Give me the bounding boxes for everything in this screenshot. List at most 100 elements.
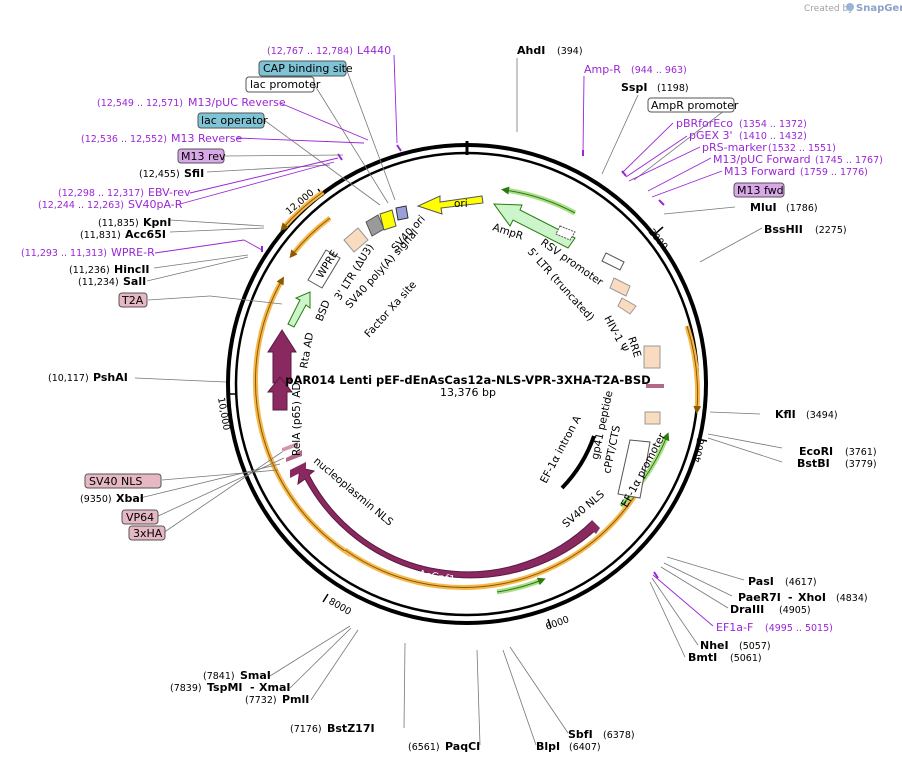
svg-text:(1198): (1198) <box>657 83 689 94</box>
gp41-box <box>646 384 664 388</box>
primer-l4440: L4440 <box>357 44 391 57</box>
svg-text:(12,455): (12,455) <box>139 169 180 180</box>
sv40-nls-inner-label: SV40 NLS <box>560 488 607 530</box>
primer-wpre-r: WPRE-R <box>111 246 155 259</box>
rela-arrow[interactable] <box>266 376 294 411</box>
lac-features-box <box>395 205 409 221</box>
t2a-label: T2A <box>121 294 144 307</box>
tick-4000: 4000 <box>692 438 707 464</box>
enzyme-sali: SalI <box>123 275 146 288</box>
enzymes-bottom: (7841) SmaI (7839) TspMI - XmaI (7732) P… <box>170 669 635 753</box>
bsd-arrow[interactable] <box>287 291 311 328</box>
sv40-ori-box <box>379 209 397 231</box>
svg-text:-: - <box>788 591 793 604</box>
enzyme-xmai: XmaI <box>259 681 290 694</box>
rta-ad-arrow[interactable] <box>267 329 297 384</box>
svg-text:-: - <box>250 681 255 694</box>
primer-amp-r: Amp-R <box>584 63 621 76</box>
svg-text:(7176): (7176) <box>290 724 322 735</box>
svg-text:(1786): (1786) <box>786 203 818 214</box>
enzyme-pshai: PshAI <box>93 371 128 384</box>
nucleoplasmin-label: nucleoplasmin NLS <box>311 455 395 529</box>
ori-label: ori <box>454 198 468 210</box>
primer-m13-reverse: M13 Reverse <box>171 132 242 145</box>
primer-m13-forward: M13 Forward <box>724 165 795 178</box>
enzyme-sfii: SfiI <box>184 167 204 180</box>
enzymes-left: (12,455) SfiI (11,835) KpnI (11,831) Acc… <box>48 167 204 505</box>
wpre-box[interactable] <box>307 249 341 289</box>
primer-pgex3: pGEX 3' <box>689 129 733 142</box>
svg-text:(5057): (5057) <box>739 641 771 652</box>
enzyme-kpni: KpnI <box>143 216 171 229</box>
ampr-arrow[interactable] <box>492 203 576 249</box>
snapgene-watermark: Created by SnapGene <box>804 3 902 14</box>
enzyme-bmti: BmtI <box>688 651 717 664</box>
enzyme-smai: SmaI <box>240 669 271 682</box>
snapgene-logo-icon <box>846 3 854 11</box>
svg-text:(4617): (4617) <box>785 577 817 588</box>
sv40-nls-inner <box>588 520 600 534</box>
tick-marks <box>227 188 708 629</box>
enzyme-bsshii: BssHII <box>764 223 803 236</box>
primer-sv40pa-r: SV40pA-R <box>128 198 183 211</box>
enzyme-acc65i: Acc65I <box>125 228 166 241</box>
svg-text:(1410 .. 1432): (1410 .. 1432) <box>739 131 807 142</box>
primer-lines <box>154 54 723 627</box>
m13-fwd-label: M13 fwd <box>737 184 784 197</box>
primer-ebv-rev: EBV-rev <box>148 186 191 199</box>
svg-text:(12,244 .. 12,263): (12,244 .. 12,263) <box>38 200 124 211</box>
hiv-psi-label: HIV-1 Ψ <box>601 314 630 355</box>
ha-cds <box>282 442 298 452</box>
ori-arrow[interactable] <box>416 195 484 215</box>
enzyme-xbai: XbaI <box>116 492 144 505</box>
green-arcs <box>496 186 670 595</box>
svg-text:(11,236): (11,236) <box>69 265 110 276</box>
boxed-features: CAP binding site lac promoter lac operat… <box>84 60 785 541</box>
svg-text:(1759 .. 1776): (1759 .. 1776) <box>800 167 868 178</box>
cppt-box <box>644 411 661 425</box>
rre-box <box>643 345 661 369</box>
enzyme-sspi: SspI <box>621 81 647 94</box>
ampr-label: AmpR <box>491 221 525 242</box>
ltr3-box <box>343 227 369 253</box>
bsd-label: BSD <box>314 298 333 323</box>
svg-text:(12,298 .. 12,317): (12,298 .. 12,317) <box>58 188 144 199</box>
svg-text:(11,234): (11,234) <box>78 277 119 288</box>
svg-text:(944 .. 963): (944 .. 963) <box>631 65 687 76</box>
ampr-promoter-box <box>555 225 576 241</box>
cap-binding-site-label: CAP binding site <box>263 62 353 75</box>
primer-pbrforeco: pBRforEco <box>676 117 733 130</box>
primer-prs-marker: pRS-marker <box>702 141 767 154</box>
svg-text:(10,117): (10,117) <box>48 373 89 384</box>
tick-labels: 2000 4000 6000 8000 10,000 12,000 <box>215 187 707 632</box>
svg-text:(12,767 .. 12,784): (12,767 .. 12,784) <box>267 46 353 57</box>
ascpf1-arrow[interactable] <box>297 467 599 579</box>
sv40-nls-cds <box>290 462 306 478</box>
svg-text:(6561): (6561) <box>408 742 440 753</box>
enzyme-paqci: PaqCI <box>445 740 480 753</box>
enzyme-hincii: HincII <box>114 263 150 276</box>
vp64-label: VP64 <box>126 511 154 524</box>
primers-left: (12,767 .. 12,784) L4440 (12,549 .. 12,5… <box>21 44 391 259</box>
enzyme-xhoi: XhoI <box>798 591 826 604</box>
enzyme-pasi: PasI <box>748 575 774 588</box>
tick-6000: 6000 <box>544 614 570 633</box>
svg-text:(4905): (4905) <box>779 605 811 616</box>
svg-text:(12,536 .. 12,552): (12,536 .. 12,552) <box>81 134 167 145</box>
plasmid-title: pAR014 Lenti pEF-dEnAsCas12a-NLS-VPR-3XH… <box>285 373 650 387</box>
enzyme-kfli: KflI <box>775 408 796 421</box>
watermark-prefix: Created by <box>804 4 854 14</box>
ampr-promoter-label: AmpR promoter <box>651 99 739 112</box>
primer-m13-puc-forward: M13/pUC Forward <box>713 153 811 166</box>
ef1a-promoter-box[interactable] <box>617 439 651 499</box>
orange-arcs <box>252 189 702 590</box>
plasmid-size: 13,376 bp <box>440 386 496 399</box>
svg-text:(5061): (5061) <box>730 653 762 664</box>
svg-text:(1745 .. 1767): (1745 .. 1767) <box>815 155 883 166</box>
watermark-brand: SnapGene <box>856 3 902 14</box>
enzyme-blpi: BlpI <box>536 740 560 753</box>
lac-promoter-label: lac promoter <box>250 78 321 91</box>
svg-text:(11,835): (11,835) <box>98 218 139 229</box>
enzyme-nhei: NheI <box>700 639 729 652</box>
